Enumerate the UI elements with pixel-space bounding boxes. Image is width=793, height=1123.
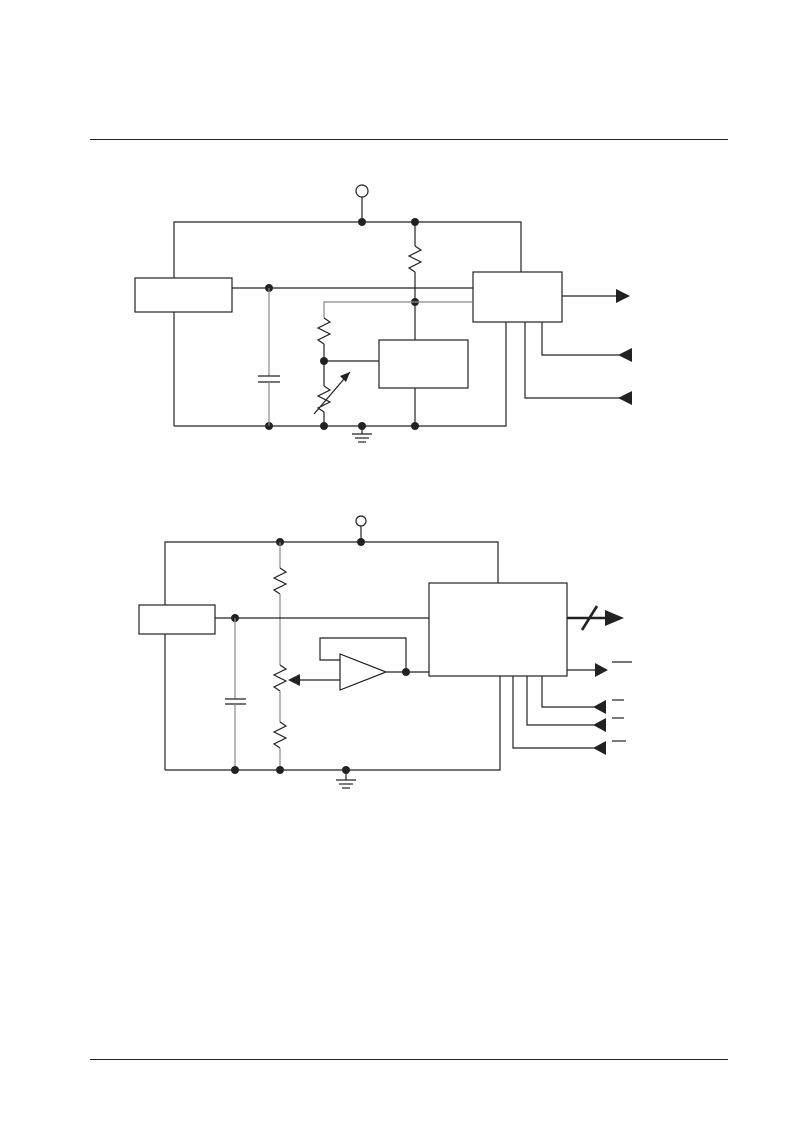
- diagram-bottom: [138, 515, 632, 789]
- input-arrow-icon: [618, 391, 632, 405]
- top-supply-rail: [173, 221, 522, 278]
- regulator-block: [134, 277, 233, 313]
- ground-icon: [352, 426, 372, 443]
- reference-block: [378, 339, 469, 389]
- top-rule: [90, 139, 728, 140]
- input-arrow-icon: [593, 718, 606, 732]
- diagram-top: [134, 184, 632, 443]
- resistor-bottom: [272, 721, 288, 749]
- bus-arrow-icon: [605, 610, 624, 626]
- input-arrow-icon: [593, 741, 606, 755]
- output-arrow-icon: [595, 663, 608, 677]
- pull-up-resistor: [407, 245, 423, 273]
- supply-terminal-icon: [355, 184, 369, 198]
- buffer-amplifier: [339, 653, 388, 691]
- sense-line: [323, 301, 473, 318]
- ground-rail: [165, 676, 501, 771]
- input-arrow-icon: [593, 700, 606, 714]
- supply-terminal-icon: [355, 515, 367, 527]
- ground-rail: [174, 322, 507, 427]
- top-supply-rail: [164, 541, 499, 605]
- regulator-block: [138, 604, 216, 635]
- bottom-rule: [90, 1059, 728, 1060]
- potentiometer: [272, 664, 288, 692]
- wiper-arrow-icon: [288, 674, 300, 686]
- divider-resistor: [316, 317, 332, 345]
- controller-block: [472, 271, 563, 323]
- input-arrow-icon: [618, 348, 632, 362]
- adc-block: [428, 582, 568, 677]
- feedback-loop: [319, 637, 407, 672]
- output-arrow-icon: [616, 289, 630, 303]
- ground-icon: [336, 770, 356, 789]
- resistor-top: [272, 567, 288, 595]
